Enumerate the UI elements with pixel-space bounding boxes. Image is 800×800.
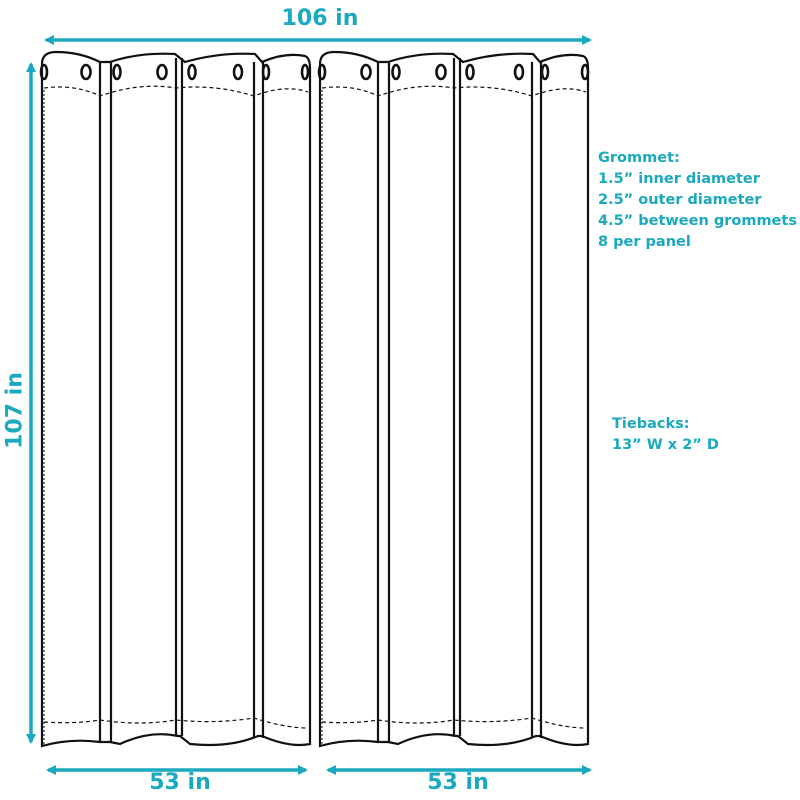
bottom-stitch-line xyxy=(321,717,587,729)
grommet-icon xyxy=(261,63,271,81)
grommet-icon xyxy=(300,63,310,81)
curtain-panel-left xyxy=(39,50,312,748)
top-stitch-line xyxy=(43,85,309,97)
dimension-arrows xyxy=(26,35,592,775)
height-label: 107 in xyxy=(2,372,28,449)
tieback-specs: Tiebacks: 13” W x 2” D xyxy=(612,414,719,456)
grommet-icon xyxy=(39,63,49,81)
grommet-icon xyxy=(360,63,372,81)
grommet-icon xyxy=(187,63,197,81)
grommet-icon xyxy=(580,63,590,81)
grommet-icon xyxy=(156,63,168,81)
grommet-icon xyxy=(435,63,447,81)
grommet-icon xyxy=(465,63,475,81)
grommets-right xyxy=(317,63,590,81)
grommet-icon xyxy=(232,63,244,81)
curtain-panel-right xyxy=(317,50,590,748)
bottom-stitch-line xyxy=(43,717,309,729)
grommet-inner-diameter: 1.5” inner diameter xyxy=(598,171,760,187)
left-panel-width-label: 53 in xyxy=(149,770,211,795)
grommet-icon xyxy=(317,63,327,81)
total-width-label: 106 in xyxy=(281,6,359,31)
grommet-outer-diameter: 2.5” outer diameter xyxy=(598,192,762,208)
grommet-specs-title: Grommet: xyxy=(598,150,680,166)
grommets-left xyxy=(39,63,310,81)
grommet-icon xyxy=(80,63,92,81)
tieback-size: 13” W x 2” D xyxy=(612,437,719,453)
grommet-icon xyxy=(112,63,122,81)
grommet-icon xyxy=(540,63,550,81)
grommet-count: 8 per panel xyxy=(598,234,691,250)
grommet-specs: Grommet: 1.5” inner diameter 2.5” outer … xyxy=(598,148,797,253)
right-panel-width-label: 53 in xyxy=(427,770,489,795)
grommet-icon xyxy=(513,63,525,81)
top-stitch-line xyxy=(321,85,587,97)
grommet-spacing: 4.5” between grommets xyxy=(598,213,797,229)
tieback-specs-title: Tiebacks: xyxy=(612,416,690,432)
grommet-icon xyxy=(391,63,401,81)
